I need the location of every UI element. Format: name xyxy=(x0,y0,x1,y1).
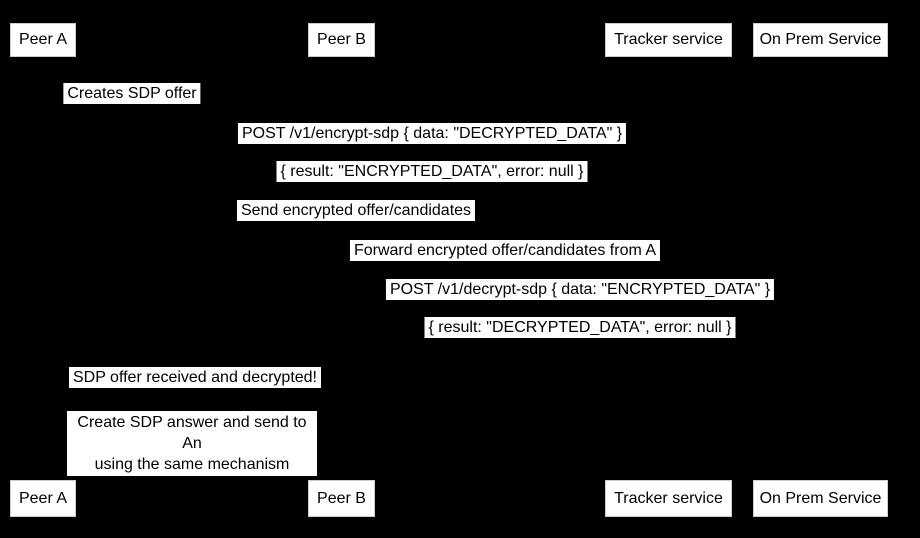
participant-on-prem-service-bottom: On Prem Service xyxy=(753,480,888,517)
note-line-2: using the same mechanism xyxy=(94,456,290,473)
lifeline-peer-b xyxy=(341,57,342,480)
message-creates-sdp-offer: Creates SDP offer xyxy=(63,83,201,104)
message-encrypt-result: { result: "ENCRYPTED_DATA", error: null … xyxy=(276,161,588,182)
participant-peer-a-bottom: Peer A xyxy=(10,480,76,517)
participant-tracker-service-top: Tracker service xyxy=(605,23,732,57)
lifeline-tracker-service xyxy=(668,57,669,480)
note-line-1: Create SDP answer and send to An xyxy=(77,414,307,452)
message-forward-encrypted-offer: Forward encrypted offer/candidates from … xyxy=(349,240,661,261)
message-send-encrypted-offer: Send encrypted offer/candidates xyxy=(236,200,476,221)
message-decrypt-result: { result: "DECRYPTED_DATA", error: null … xyxy=(424,317,736,338)
participant-peer-a-top: Peer A xyxy=(10,23,76,57)
lifeline-on-prem-service xyxy=(820,57,821,480)
message-sdp-offer-received: SDP offer received and decrypted! xyxy=(69,367,321,388)
participant-on-prem-service-top: On Prem Service xyxy=(753,23,888,57)
message-post-encrypt-sdp: POST /v1/encrypt-sdp { data: "DECRYPTED_… xyxy=(237,123,627,144)
note-create-sdp-answer: Create SDP answer and send to An using t… xyxy=(67,411,317,476)
participant-peer-b-bottom: Peer B xyxy=(308,480,375,517)
lifeline-peer-a xyxy=(43,57,44,480)
participant-peer-b-top: Peer B xyxy=(308,23,375,57)
participant-tracker-service-bottom: Tracker service xyxy=(605,480,732,517)
message-post-decrypt-sdp: POST /v1/decrypt-sdp { data: "ENCRYPTED_… xyxy=(385,279,775,300)
